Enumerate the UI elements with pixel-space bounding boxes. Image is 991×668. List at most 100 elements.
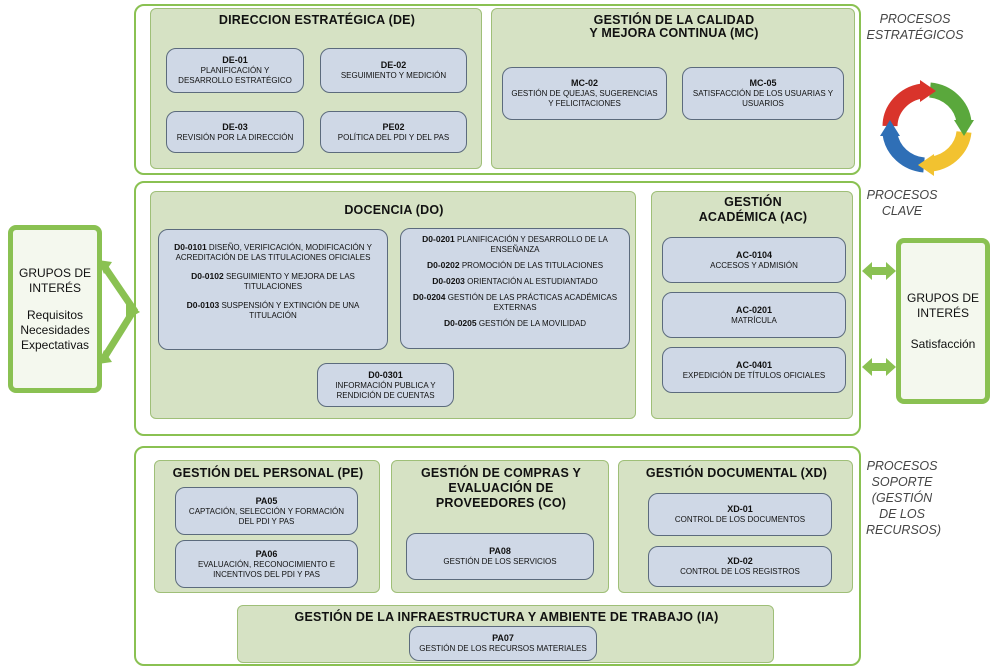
de-title: DIRECCION ESTRATÉGICA (DE): [218, 13, 416, 27]
de-01-text: PLANIFICACIÓN Y DESARROLLO ESTRATÉGICO: [178, 66, 292, 85]
do-0301-box[interactable]: D0-0301 INFORMACIÓN PUBLICA Y RENDICIÓN …: [317, 363, 454, 407]
ac-0401-code: AC-0401: [735, 359, 773, 370]
do-0102-code: D0-0102: [191, 271, 224, 281]
pe02-box[interactable]: PE02 POLÍTICA DEL PDI Y DEL PAS: [320, 111, 467, 153]
do-0201-text: PLANIFICACIÓN Y DESARROLLO DE LA ENSEÑAN…: [456, 235, 608, 254]
do-0204-code: D0-0204: [412, 292, 446, 302]
pa08-code: PA08: [489, 546, 511, 556]
do-0102-text: SEGUIMIENTO Y MEJORA DE LAS TITULACIONES: [225, 272, 355, 291]
pa08-text: GESTIÓN DE LOS SERVICIOS: [443, 557, 557, 566]
co-title-line-1: GESTIÓN DE COMPRAS Y: [420, 466, 582, 480]
pa05-text: CAPTACIÓN, SELECCIÓN Y FORMACIÓN DEL PDI…: [188, 506, 345, 526]
pa07-box[interactable]: PA07 GESTIÓN DE LOS RECURSOS MATERIALES: [409, 626, 597, 661]
mc-05-box[interactable]: MC-05 SATISFACCIÓN DE LOS USUARIAS Y USU…: [682, 67, 844, 120]
ac-0401-box[interactable]: AC-0401 EXPEDICIÓN DE TÍTULOS OFICIALES: [662, 347, 846, 393]
group-direccion-estrategica: DIRECCION ESTRATÉGICA (DE) DE-01 PLANIFI…: [150, 8, 482, 169]
ac-0401-text: EXPEDICIÓN DE TÍTULOS OFICIALES: [682, 370, 826, 380]
mc-title-line-2: Y MEJORA CONTINUA (MC): [589, 26, 759, 40]
xd-02-text: CONTROL DE LOS REGISTROS: [680, 567, 800, 576]
group-gestion-documental: GESTIÓN DOCUMENTAL (XD) XD-01 CONTROL DE…: [618, 460, 853, 593]
do-0202-line: D0-0202 PROMOCIÓN DE LAS TITULACIONES: [427, 260, 603, 271]
do-title: DOCENCIA (DO): [344, 203, 444, 217]
do-0103-line: D0-0103 SUSPENSIÓN Y EXTINCIÓN DE UNA TI…: [165, 300, 381, 321]
label-procesos-estrategicos: PROCESOS ESTRATÉGICOS: [866, 12, 964, 42]
interest-left-line-2: Necesidades: [20, 322, 90, 337]
de-02-text: SEGUIMIENTO Y MEDICIÓN: [340, 71, 447, 80]
interest-groups-left: GRUPOS DE INTERÉS Requisitos Necesidades…: [8, 225, 102, 393]
do-0101-code: D0-0101: [174, 242, 207, 252]
interest-right-line: Satisfacción: [910, 336, 976, 351]
left-input-arrows: [98, 260, 140, 364]
pa08-box[interactable]: PA08 GESTIÓN DE LOS SERVICIOS: [406, 533, 594, 580]
group-gestion-personal: GESTIÓN DEL PERSONAL (PE) PA05 CAPTACIÓN…: [154, 460, 380, 593]
de-02-box[interactable]: DE-02 SEGUIMIENTO Y MEDICIÓN: [320, 48, 467, 93]
group-gestion-academica: GESTIÓN ACADÉMICA (AC) AC-0104 ACCESOS Y…: [651, 191, 853, 419]
do-0103-code: D0-0103: [186, 300, 220, 310]
do-0203-text: ORIENTACIÓN AL ESTUDIANTADO: [467, 277, 598, 286]
pa05-box[interactable]: PA05 CAPTACIÓN, SELECCIÓN Y FORMACIÓN DE…: [175, 487, 358, 535]
do-0205-code: D0-0205: [444, 318, 477, 328]
ia-title: GESTIÓN DE LA INFRAESTRUCTURA Y AMBIENTE…: [294, 610, 719, 624]
ac-title-line-1: GESTIÓN: [724, 195, 782, 209]
do-0203-line: D0-0203 ORIENTACIÓN AL ESTUDIANTADO: [432, 276, 597, 287]
ac-0201-box[interactable]: AC-0201 MATRÍCULA: [662, 292, 846, 338]
do-0205-text: GESTIÓN DE LA MOVILIDAD: [478, 319, 586, 328]
xd-01-text: CONTROL DE LOS DOCUMENTOS: [674, 515, 806, 524]
xd-01-code: XD-01: [727, 504, 753, 514]
do-0103-text: SUSPENSIÓN Y EXTINCIÓN DE UNA TITULACIÓN: [221, 301, 360, 320]
interest-groups-right: GRUPOS DE INTERÉS Satisfacción: [896, 238, 990, 404]
label-procesos-clave: PROCESOS CLAVE: [866, 188, 938, 218]
group-docencia: DOCENCIA (DO) D0-0101 DISEÑO, VERIFICACI…: [150, 191, 636, 419]
de-03-text: REVISIÓN POR LA DIRECCIÓN: [176, 132, 294, 142]
co-title-line-2: EVALUACIÓN DE: [448, 481, 554, 495]
de-02-code: DE-02: [380, 60, 407, 70]
do-0205-line: D0-0205 GESTIÓN DE LA MOVILIDAD: [444, 318, 586, 329]
do-0201-code: D0-0201: [422, 234, 455, 244]
xd-02-code: XD-02: [727, 556, 753, 566]
mc-05-text: SATISFACCIÓN DE LOS USUARIAS Y USUARIOS: [692, 89, 834, 108]
de-01-code: DE-01: [222, 55, 248, 65]
ac-0201-text: MATRÍCULA: [731, 315, 777, 325]
do-0301-text: INFORMACIÓN PUBLICA Y RENDICIÓN DE CUENT…: [335, 380, 436, 400]
continuous-cycle-icon: [880, 80, 974, 176]
interest-right-title: GRUPOS DE INTERÉS: [906, 290, 979, 320]
pe02-text: POLÍTICA DEL PDI Y DEL PAS: [337, 132, 450, 142]
do-0101-line: D0-0101 DISEÑO, VERIFICACIÓN, MODIFICACI…: [165, 242, 381, 263]
co-title-line-3: PROVEEDORES (CO): [435, 496, 567, 510]
xd-title: GESTIÓN DOCUMENTAL (XD): [645, 466, 828, 480]
de-01-box[interactable]: DE-01 PLANIFICACIÓN Y DESARROLLO ESTRATÉ…: [166, 48, 304, 93]
interest-left-line-1: Requisitos: [26, 307, 84, 322]
label-procesos-soporte: PROCESOS SOPORTE (GESTIÓN DE LOS RECURSO…: [866, 459, 942, 537]
group-gestion-compras: GESTIÓN DE COMPRAS Y EVALUACIÓN DE PROVE…: [391, 460, 609, 593]
group-gestion-calidad: GESTIÓN DE LA CALIDAD Y MEJORA CONTINUA …: [491, 8, 855, 169]
do-0204-text: GESTIÓN DE LAS PRÁCTICAS ACADÉMICAS EXTE…: [447, 293, 618, 312]
do-right-box[interactable]: D0-0201 PLANIFICACIÓN Y DESARROLLO DE LA…: [400, 228, 630, 349]
mc-02-box[interactable]: MC-02 GESTIÓN DE QUEJAS, SUGERENCIAS Y F…: [502, 67, 667, 120]
pa06-text: EVALUACIÓN, RECONOCIMIENTO E INCENTIVOS …: [197, 559, 336, 579]
do-0201-line: D0-0201 PLANIFICACIÓN Y DESARROLLO DE LA…: [407, 234, 623, 255]
do-0204-line: D0-0204 GESTIÓN DE LAS PRÁCTICAS ACADÉMI…: [407, 292, 623, 313]
do-0203-code: D0-0203: [432, 276, 465, 286]
do-0102-line: D0-0102 SEGUIMIENTO Y MEJORA DE LAS TITU…: [165, 271, 381, 292]
pa06-box[interactable]: PA06 EVALUACIÓN, RECONOCIMIENTO E INCENT…: [175, 540, 358, 588]
ac-0104-text: ACCESOS Y ADMISIÓN: [710, 260, 798, 270]
pa05-code: PA05: [255, 495, 278, 506]
ac-0104-box[interactable]: AC-0104 ACCESOS Y ADMISIÓN: [662, 237, 846, 283]
pe02-code: PE02: [382, 121, 405, 132]
xd-01-box[interactable]: XD-01 CONTROL DE LOS DOCUMENTOS: [648, 493, 832, 536]
mc-02-code: MC-02: [570, 78, 598, 88]
de-03-box[interactable]: DE-03 REVISIÓN POR LA DIRECCIÓN: [166, 111, 304, 153]
do-0101-text: DISEÑO, VERIFICACIÓN, MODIFICACIÓN Y ACR…: [175, 243, 372, 262]
pa06-code: PA06: [255, 548, 278, 559]
pe-title: GESTIÓN DEL PERSONAL (PE): [172, 466, 364, 480]
de-03-code: DE-03: [222, 121, 248, 132]
right-double-arrow-top: [862, 262, 896, 280]
interest-left-line-3: Expectativas: [20, 337, 90, 352]
do-left-box[interactable]: D0-0101 DISEÑO, VERIFICACIÓN, MODIFICACI…: [158, 229, 388, 350]
mc-02-text: GESTIÓN DE QUEJAS, SUGERENCIAS Y FELICIT…: [511, 89, 658, 108]
xd-02-box[interactable]: XD-02 CONTROL DE LOS REGISTROS: [648, 546, 832, 587]
do-0202-code: D0-0202: [426, 260, 460, 270]
pa07-text: GESTIÓN DE LOS RECURSOS MATERIALES: [419, 644, 587, 653]
do-0301-code: D0-0301: [368, 369, 403, 380]
interest-left-title: GRUPOS DE INTERÉS: [18, 265, 91, 295]
